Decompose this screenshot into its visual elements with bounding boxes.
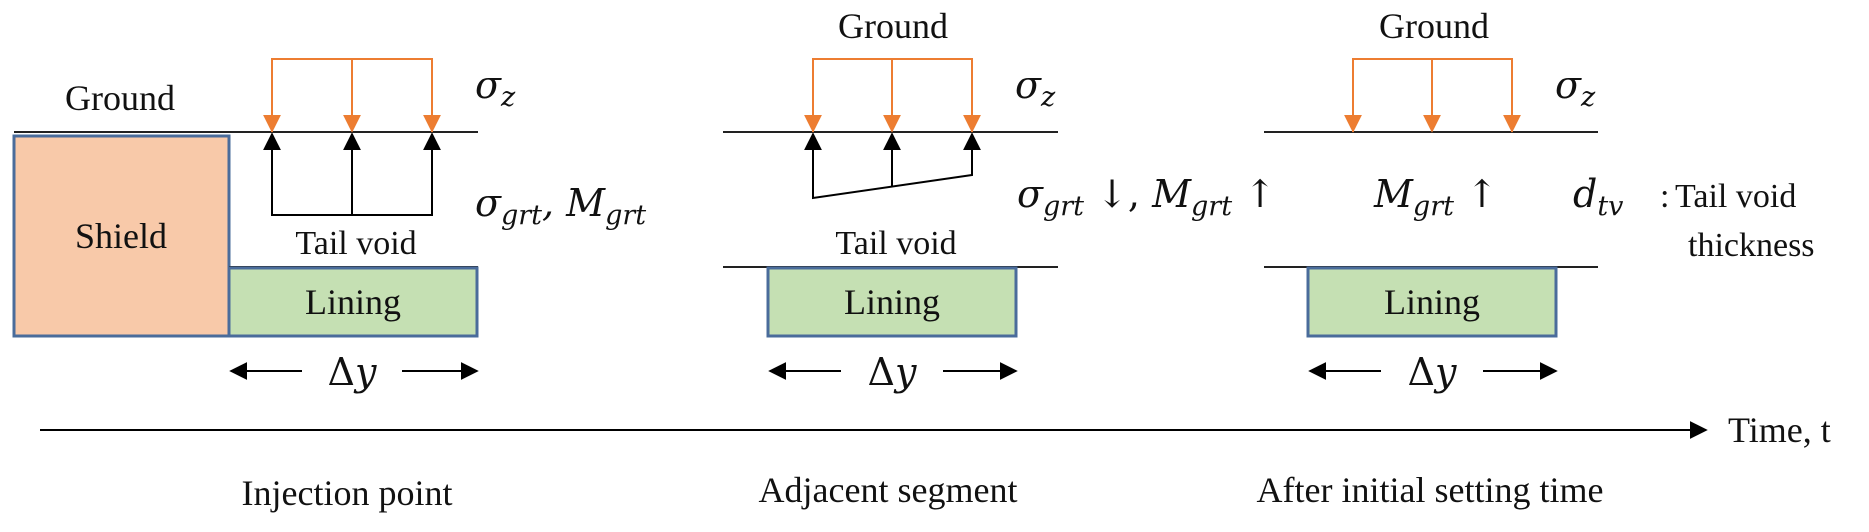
time-axis-label: Time, t xyxy=(1728,410,1831,450)
ground-label: Ground xyxy=(838,6,948,46)
shield-box xyxy=(12,134,231,338)
ground-label: Ground xyxy=(65,78,175,118)
grout-label: σgrt, Mgrt xyxy=(475,181,646,231)
width-symbol: Δy xyxy=(328,350,377,394)
ground-load-arrows xyxy=(1344,58,1521,133)
legend: dtv : Tail void thickness xyxy=(1573,172,1815,264)
lining-label: Lining xyxy=(844,282,940,322)
time-axis: Time, t xyxy=(40,410,1831,450)
load-symbol: σz xyxy=(1555,63,1596,113)
legend-text-line2: thickness xyxy=(1688,227,1815,264)
ground-label: Ground xyxy=(1379,6,1489,46)
panel-injection-point: Ground σz σgrt, Mgrt Shield Tail void Li… xyxy=(12,58,646,513)
caption-injection-point: Injection point xyxy=(242,473,453,513)
caption-adjacent-segment: Adjacent segment xyxy=(759,470,1018,510)
tail-void-label: Tail void xyxy=(835,225,956,262)
lining-box xyxy=(227,266,479,338)
width-symbol: Δy xyxy=(1408,350,1457,394)
grout-label: Mgrt ↑ xyxy=(1373,172,1498,222)
grout-pressure-arrows xyxy=(263,132,441,216)
ground-load-arrows xyxy=(263,58,441,133)
panel-after-setting: Ground σz Mgrt ↑ Lining Δy After initial… xyxy=(1257,6,1604,510)
lining-label: Lining xyxy=(1384,282,1480,322)
legend-text-line1: Tail void xyxy=(1675,178,1796,215)
caption-after-setting: After initial setting time xyxy=(1257,470,1604,510)
grout-label: σgrt ↓, Mgrt ↑ xyxy=(1017,172,1276,222)
lining-box xyxy=(766,266,1018,338)
lining-box xyxy=(1306,266,1558,338)
width-symbol: Δy xyxy=(868,350,917,394)
legend-symbol: dtv xyxy=(1573,172,1623,222)
legend-separator: : xyxy=(1660,178,1669,215)
load-symbol: σz xyxy=(1015,63,1056,113)
panel-adjacent-segment: Ground σz σgrt ↓, Mgrt ↑ Tail void Linin… xyxy=(723,6,1276,510)
tail-void-label: Tail void xyxy=(295,225,416,262)
grout-pressure-arrows xyxy=(804,132,981,200)
lining-label: Lining xyxy=(305,282,401,322)
ground-load-arrows xyxy=(804,58,981,133)
shield-label: Shield xyxy=(75,216,167,256)
load-symbol: σz xyxy=(475,63,516,113)
